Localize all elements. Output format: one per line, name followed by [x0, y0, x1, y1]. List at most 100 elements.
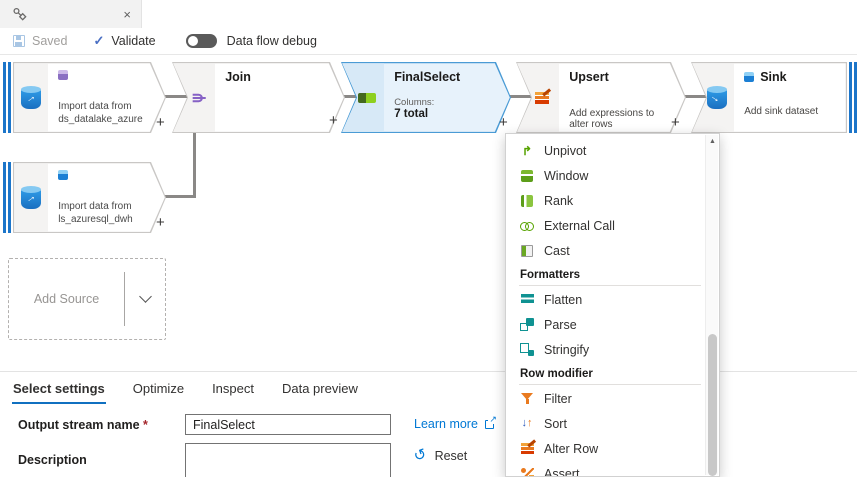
stream-bars	[849, 62, 857, 133]
filter-icon	[520, 392, 534, 405]
data-flow-debug-toggle[interactable]	[185, 34, 217, 48]
dataset-badge-icon	[58, 70, 68, 80]
flatten-icon	[520, 294, 534, 305]
menu-item-unpivot[interactable]: ↱ Unpivot	[521, 143, 587, 158]
add-transformation-plus-join[interactable]: +	[329, 112, 338, 129]
connector-source1-join	[150, 95, 188, 98]
node-title: Sink	[760, 70, 787, 85]
stringify-icon	[520, 343, 534, 356]
add-transformation-plus-source2[interactable]: +	[156, 214, 165, 231]
menu-item-filter[interactable]: Filter	[506, 386, 719, 411]
node-title: Join	[225, 70, 251, 85]
node-subtitle: Add expressions to alter rows	[569, 108, 655, 131]
saved-button: Saved	[13, 34, 67, 48]
unpivot-icon: ↱	[521, 143, 533, 158]
add-source-label[interactable]: Add Source	[33, 292, 100, 306]
toggle-knob	[187, 36, 198, 46]
connector-source2-vertical	[193, 133, 196, 198]
reset-button[interactable]: ↺ Reset	[411, 445, 468, 466]
tab-optimize[interactable]: Optimize	[132, 381, 185, 396]
settings-panel: Select settings Optimize Inspect Data pr…	[0, 371, 857, 477]
validate-label: Validate	[111, 34, 156, 48]
alter-row-icon	[535, 92, 549, 104]
dataset-badge-icon	[58, 170, 68, 180]
join-icon: ⋔	[189, 90, 209, 105]
menu-item-stringify[interactable]: Stringify	[506, 337, 719, 362]
tab-data-preview[interactable]: Data preview	[281, 381, 358, 396]
data-flow-icon	[12, 6, 28, 22]
tab-bar: ×	[0, 0, 857, 28]
output-stream-name-label: Output stream name *	[18, 418, 148, 432]
connector-upsert-sink	[665, 95, 708, 98]
divider	[124, 272, 125, 326]
stream-bars	[3, 162, 11, 233]
required-marker: *	[143, 418, 148, 432]
menu-item-parse[interactable]: Parse	[506, 312, 719, 337]
scrollbar-thumb[interactable]	[708, 334, 717, 476]
source-dataset-icon	[21, 189, 41, 209]
menu-item-external-call[interactable]: External Call	[506, 213, 719, 238]
close-icon[interactable]: ×	[123, 6, 131, 22]
assert-icon	[520, 467, 534, 476]
sink-node[interactable]: Sink Add sink dataset	[691, 62, 857, 133]
panel-tabs: Select settings Optimize Inspect Data pr…	[12, 377, 359, 404]
tab-select-settings[interactable]: Select settings	[12, 377, 106, 404]
window-icon	[521, 169, 533, 182]
transformation-menu: ↱ Unpivot Window Rank External Call Cast…	[505, 133, 720, 477]
validate-button[interactable]: ✓ Validate	[93, 33, 155, 49]
join-node[interactable]: ⋔ Join	[172, 62, 345, 133]
add-source-dropdown[interactable]	[125, 290, 165, 303]
sink-dataset-icon	[707, 86, 728, 109]
data-flow-debug-label: Data flow debug	[226, 34, 317, 48]
source-caption-line1: Import data from	[58, 200, 132, 212]
source-caption-line1: Import data from	[58, 100, 132, 112]
saved-label: Saved	[32, 34, 68, 48]
menu-item-sort[interactable]: ↓↑ Sort	[521, 416, 567, 431]
menu-item-cast[interactable]: Cast	[506, 238, 719, 263]
output-stream-name-input[interactable]	[185, 414, 391, 435]
source-node-ds-datalake[interactable]: Import data from ds_datalake_azure	[3, 62, 166, 133]
add-source-box[interactable]: Add Source	[8, 258, 166, 340]
sort-icon: ↓↑	[521, 417, 533, 429]
upsert-node[interactable]: Upsert Add expressions to alter rows	[516, 62, 686, 133]
cast-icon	[521, 244, 533, 257]
menu-item-flatten[interactable]: Flatten	[506, 287, 719, 312]
save-icon	[13, 35, 25, 47]
learn-more-link[interactable]: Learn more	[414, 414, 497, 431]
menu-item-assert[interactable]: Assert	[506, 461, 719, 476]
connector-source2-horizontal	[150, 195, 196, 198]
rank-icon	[521, 194, 533, 207]
description-textarea[interactable]	[185, 443, 391, 477]
node-title: Upsert	[569, 70, 609, 85]
external-link-icon	[484, 414, 497, 429]
finalselect-node-selected[interactable]: FinalSelect Columns: 7 total	[341, 62, 511, 133]
stream-bars	[3, 62, 11, 133]
menu-section-formatters: Formatters	[506, 263, 719, 287]
columns-label: Columns:	[394, 97, 435, 109]
add-transformation-plus-source1[interactable]: +	[156, 114, 165, 131]
chevron-down-icon	[138, 290, 152, 303]
tab-inspect[interactable]: Inspect	[212, 381, 254, 396]
columns-value: 7 total	[394, 108, 429, 121]
scroll-up-icon[interactable]: ▲	[709, 138, 716, 145]
add-transformation-plus-upsert[interactable]: +	[671, 114, 680, 131]
select-icon	[358, 93, 376, 103]
checkmark-icon: ✓	[93, 33, 105, 48]
source-node-ls-azuresql[interactable]: Import data from ls_azuresql_dwh	[3, 162, 166, 233]
flow-canvas[interactable]: Import data from ds_datalake_azure + ⋔ J…	[0, 55, 857, 371]
data-flow-tab[interactable]: ×	[0, 0, 142, 28]
menu-section-row-modifier: Row modifier	[506, 362, 719, 386]
reset-icon: ↺	[411, 445, 430, 466]
menu-item-alter-row[interactable]: Alter Row	[506, 436, 719, 461]
parse-icon	[520, 318, 534, 331]
menu-item-rank[interactable]: Rank	[506, 188, 719, 213]
alter-row-icon	[520, 443, 534, 454]
menu-scrollbar[interactable]: ▲	[705, 135, 718, 476]
source-dataset-icon	[21, 89, 41, 109]
connector-finalselect-upsert	[495, 95, 533, 98]
menu-item-window[interactable]: Window	[506, 163, 719, 188]
toolbar: Saved ✓ Validate Data flow debug	[0, 28, 857, 55]
add-transformation-plus-finalselect[interactable]: +	[499, 114, 508, 131]
source-caption-line2: ls_azuresql_dwh	[58, 213, 133, 225]
